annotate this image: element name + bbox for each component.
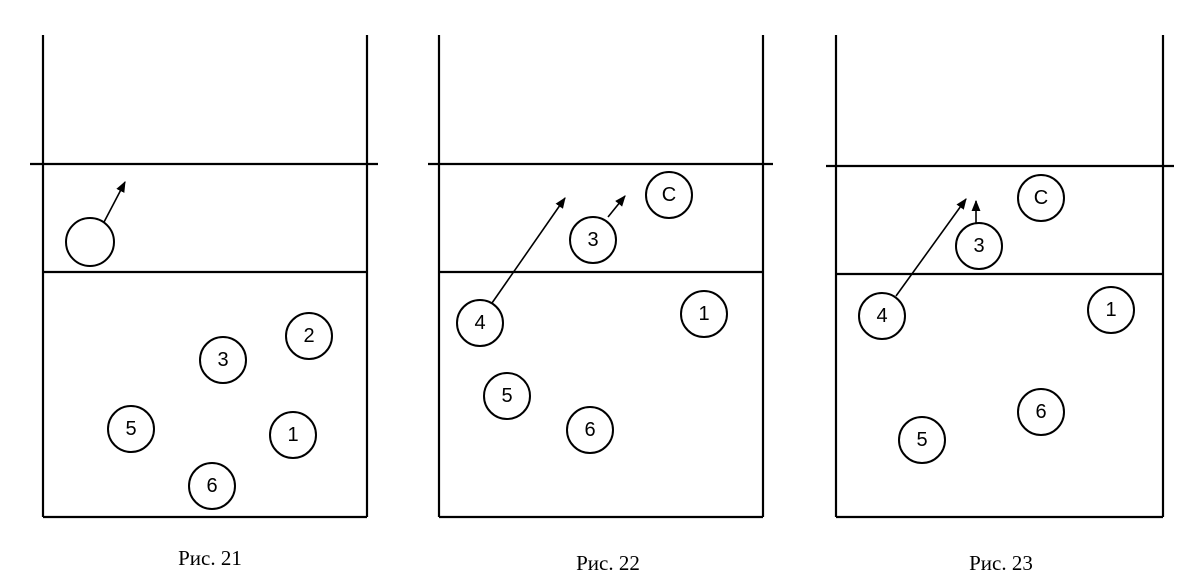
figure-caption: Рис. 21 (178, 546, 242, 570)
svg-text:4: 4 (876, 305, 887, 327)
svg-text:3: 3 (587, 229, 598, 251)
svg-text:1: 1 (287, 424, 298, 446)
svg-text:6: 6 (206, 475, 217, 497)
player-setter-marker: С (1017, 174, 1065, 222)
figure-23: С 3 4 1 6 5 Рис. 23 (826, 35, 1174, 575)
player-server-marker (65, 217, 115, 267)
svg-text:6: 6 (584, 419, 595, 441)
player-3-marker: 3 (199, 336, 247, 384)
svg-text:5: 5 (125, 418, 136, 440)
svg-text:3: 3 (973, 235, 984, 257)
court-outline (428, 35, 773, 519)
svg-text:6: 6 (1035, 401, 1046, 423)
figure-caption: Рис. 23 (969, 551, 1033, 575)
svg-text:4: 4 (474, 312, 485, 334)
player-3-marker: 3 (569, 216, 617, 264)
svg-text:1: 1 (1105, 299, 1116, 321)
player-5-marker: 5 (483, 372, 531, 420)
svg-text:С: С (1034, 187, 1048, 209)
player-6-marker: 6 (188, 462, 236, 510)
svg-text:3: 3 (217, 349, 228, 371)
figure-21: 2 3 5 1 6 Рис. 21 (30, 35, 378, 570)
svg-text:5: 5 (501, 385, 512, 407)
movement-arrow (102, 181, 126, 225)
movement-arrow-player-3 (607, 195, 626, 218)
player-1-marker: 1 (269, 411, 317, 459)
player-1-marker: 1 (1087, 286, 1135, 334)
player-1-marker: 1 (680, 290, 728, 338)
svg-text:С: С (662, 184, 676, 206)
player-6-marker: 6 (566, 406, 614, 454)
movement-arrow-player-4 (895, 198, 967, 297)
figure-22: С 3 4 1 5 6 Рис. 22 (428, 35, 773, 575)
svg-text:2: 2 (303, 325, 314, 347)
player-3-marker: 3 (955, 222, 1003, 270)
svg-text:1: 1 (698, 303, 709, 325)
player-5-marker: 5 (107, 405, 155, 453)
player-5-marker: 5 (898, 416, 946, 464)
svg-text:5: 5 (916, 429, 927, 451)
player-4-marker: 4 (456, 299, 504, 347)
court-outline (30, 35, 378, 519)
figure-caption: Рис. 22 (576, 551, 640, 575)
player-setter-marker: С (645, 171, 693, 219)
player-4-marker: 4 (858, 292, 906, 340)
court-outline (826, 35, 1174, 519)
player-2-marker: 2 (285, 312, 333, 360)
movement-arrow-player-4 (491, 197, 566, 304)
player-6-marker: 6 (1017, 388, 1065, 436)
